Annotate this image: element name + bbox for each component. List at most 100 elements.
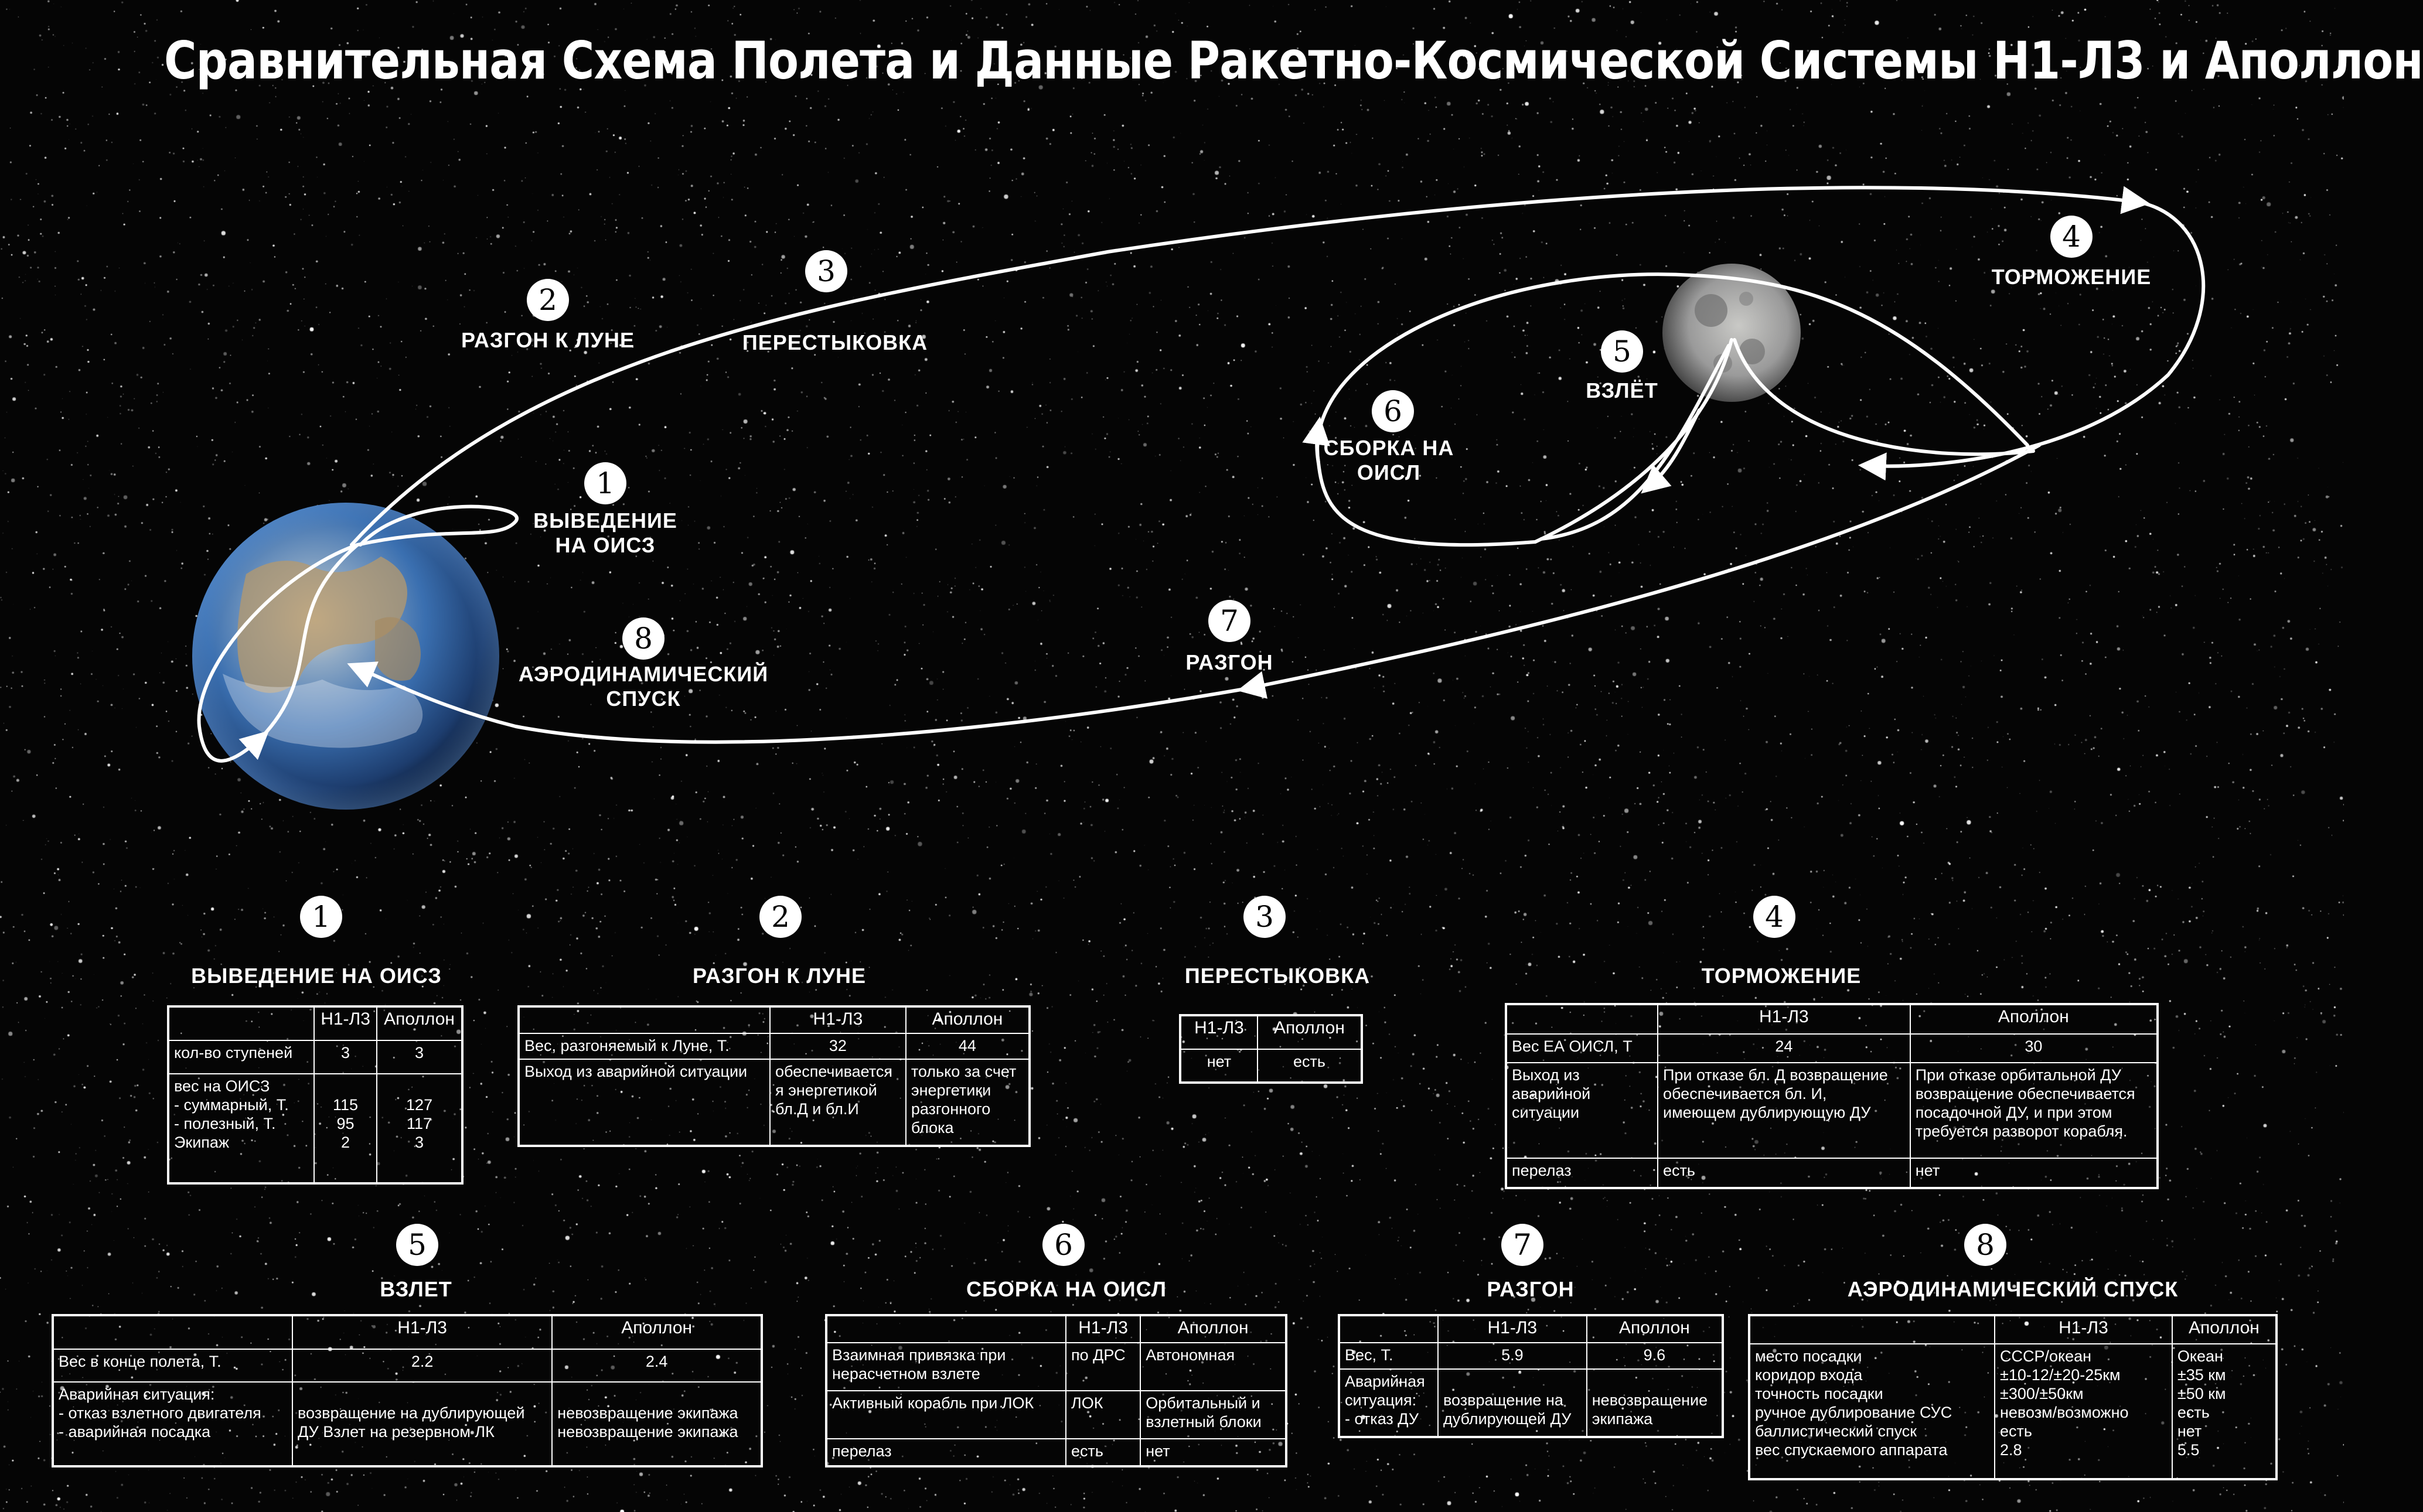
flight-diagram xyxy=(192,186,2206,810)
table-cell: нет xyxy=(1180,1048,1258,1083)
table-header: Н1-Л3 xyxy=(291,1315,553,1350)
table-cell: ЛОК xyxy=(1065,1390,1141,1439)
table-cell: 3 xyxy=(376,1039,462,1074)
table-cell: нет xyxy=(1140,1438,1286,1467)
section-1-title: ВЫВЕДЕНИЕ НА ОИСЗ xyxy=(191,964,442,988)
table-cell: обеспечивается я энергетикой бл.Д и бл.И xyxy=(769,1059,907,1146)
section-5-table: Н1-Л3 Аполлон Вес в конце полета, Т. 2.2… xyxy=(52,1314,763,1467)
table-cell: есть xyxy=(1657,1158,1911,1188)
diagram-label-5: ВЗЛЁТ xyxy=(1586,378,1658,402)
table-cell: есть xyxy=(1065,1438,1141,1467)
table-cell: место посадки коридор входа точность пос… xyxy=(1749,1343,1995,1480)
table-cell: 9.6 xyxy=(1586,1342,1723,1370)
table-cell: есть xyxy=(1256,1048,1362,1083)
section-4-table: Н1-Л3 Аполлон Вес ЕА ОИСЛ, Т 24 30 Выход… xyxy=(1505,1003,2159,1189)
table-header: Н1-Л3 xyxy=(1994,1315,2173,1344)
table-cell: Аварийная ситуация: - отказ ДУ xyxy=(1339,1368,1439,1437)
table-cell: кол-во ступеней xyxy=(168,1039,315,1074)
table-cell: 127 117 3 xyxy=(376,1073,462,1183)
table-cell: Океан ±35 км ±50 км есть нет 5.5 xyxy=(2171,1343,2277,1480)
table-cell: вес на ОИСЗ - суммарный, Т. - полезный, … xyxy=(168,1073,315,1183)
diagram-badge-5: 5 xyxy=(1601,330,1643,373)
section-5-badge: 5 xyxy=(396,1224,438,1266)
section-7-badge: 7 xyxy=(1501,1224,1543,1266)
table-cell: Вес в конце полета, Т. xyxy=(53,1348,293,1383)
table-cell: невозвращение экипажа невозвращение экип… xyxy=(551,1381,762,1466)
diagram-badge-3: 3 xyxy=(805,250,847,292)
diagram-badge-1: 1 xyxy=(584,462,626,504)
table-cell: 3 xyxy=(313,1039,378,1074)
table-cell: только за счет энергетики разгонного бло… xyxy=(905,1059,1030,1146)
earth-orbit-back xyxy=(259,543,359,740)
table-header: Н1-Л3 xyxy=(1180,1015,1258,1050)
section-7-title: РАЗГОН xyxy=(1487,1277,1575,1301)
table-cell: При отказе орбитальной ДУ возвращение об… xyxy=(1909,1062,2158,1159)
table-header: Аполлон xyxy=(551,1315,762,1350)
table-header xyxy=(1339,1315,1439,1343)
section-2-title: РАЗГОН К ЛУНЕ xyxy=(693,964,866,988)
ascent-arrow xyxy=(1641,408,1701,494)
diagram-label-7: РАЗГОН xyxy=(1185,650,1273,674)
section-2-badge: 2 xyxy=(759,896,802,938)
table-cell: по ДРС xyxy=(1065,1342,1141,1391)
table-cell: перелаз xyxy=(1506,1158,1658,1188)
diagram-label-4: ТОРМОЖЕНИЕ xyxy=(1991,265,2152,289)
section-1-badge: 1 xyxy=(300,896,342,938)
table-header xyxy=(168,1006,315,1041)
table-cell: Автономная xyxy=(1140,1342,1286,1391)
diagram-label-8: АЭРОДИНАМИЧЕСКИЙ СПУСК xyxy=(518,662,769,711)
section-8-table: Н1-Л3 Аполлон место посадки коридор вход… xyxy=(1748,1314,2278,1480)
section-3-title: ПЕРЕСТЫКОВКА xyxy=(1184,964,1371,988)
return-path xyxy=(1237,443,2041,699)
table-cell: 30 xyxy=(1909,1033,2158,1064)
table-cell: Активный корабль при ЛОК xyxy=(826,1390,1066,1439)
return-path-2 xyxy=(347,661,1250,744)
section-3-table: Н1-Л3 Аполлон нет есть xyxy=(1179,1014,1363,1084)
moon-icon xyxy=(1662,264,1801,402)
section-2-table: Н1-Л3 Аполлон Вес, разгоняемый к Луне, Т… xyxy=(517,1005,1031,1147)
table-header: Аполлон xyxy=(1140,1315,1286,1344)
table-cell: возвращение на дублирующей ДУ xyxy=(1437,1368,1587,1437)
table-cell: СССР/океан ±10-12/±20-25км ±300/±50км не… xyxy=(1994,1343,2173,1480)
section-8-title: АЭРОДИНАМИЧЕСКИЙ СПУСК xyxy=(1847,1277,2179,1301)
diagram-label-3: ПЕРЕСТЫКОВКА xyxy=(742,330,928,354)
table-cell: невозвращение экипажа xyxy=(1586,1368,1723,1437)
table-header: Аполлон xyxy=(905,1006,1030,1034)
table-cell: перелаз xyxy=(826,1438,1066,1467)
table-cell: 5.9 xyxy=(1437,1342,1587,1370)
lunar-loop-path xyxy=(1858,200,2206,481)
diagram-badge-4: 4 xyxy=(2050,216,2093,258)
section-3-badge: 3 xyxy=(1243,896,1286,938)
section-6-title: СБОРКА НА ОИСЛ xyxy=(966,1277,1167,1301)
table-header: Н1-Л3 xyxy=(1437,1315,1587,1343)
table-header: Аполлон xyxy=(1256,1015,1362,1050)
descent-path xyxy=(1733,338,2035,456)
table-header: Н1-Л3 xyxy=(1657,1004,1911,1035)
table-cell: 24 xyxy=(1657,1033,1911,1064)
diagram-label-2: РАЗГОН К ЛУНЕ xyxy=(461,328,635,352)
orbit-entry xyxy=(1302,416,1330,465)
section-6-badge: 6 xyxy=(1042,1224,1085,1266)
table-cell: Вес ЕА ОИСЛ, Т xyxy=(1506,1033,1658,1064)
table-cell: Орбитальный и взлетный блоки xyxy=(1140,1390,1286,1439)
diagram-label-1: ВЫВЕДЕНИЕ НА ОИСЗ xyxy=(533,508,677,557)
table-header xyxy=(519,1006,771,1034)
translunar-path xyxy=(350,186,2151,547)
section-8-badge: 8 xyxy=(1964,1224,2006,1266)
table-header xyxy=(826,1315,1066,1344)
section-6-table: Н1-Л3 Аполлон Взаимная привязка при нера… xyxy=(825,1314,1287,1467)
table-cell: 2.2 xyxy=(291,1348,553,1383)
table-cell: нет xyxy=(1909,1158,2158,1188)
diagram-badge-6: 6 xyxy=(1372,390,1414,432)
diagram-label-6: СБОРКА НА ОИСЛ xyxy=(1323,436,1454,484)
diagram-badge-8: 8 xyxy=(622,617,664,660)
section-4-badge: 4 xyxy=(1753,896,1795,938)
table-header xyxy=(53,1315,293,1350)
table-header xyxy=(1506,1004,1658,1035)
table-header: Аполлон xyxy=(1586,1315,1723,1343)
table-cell: Взаимная привязка при нерасчетном взлете xyxy=(826,1342,1066,1391)
table-cell: Выход из аварийной ситуации xyxy=(1506,1062,1658,1159)
table-header: Н1-Л3 xyxy=(769,1006,907,1034)
table-cell: 2.4 xyxy=(551,1348,762,1383)
section-1-table: Н1-Л3 Аполлон кол-во ступеней 3 3 вес на… xyxy=(167,1005,464,1185)
